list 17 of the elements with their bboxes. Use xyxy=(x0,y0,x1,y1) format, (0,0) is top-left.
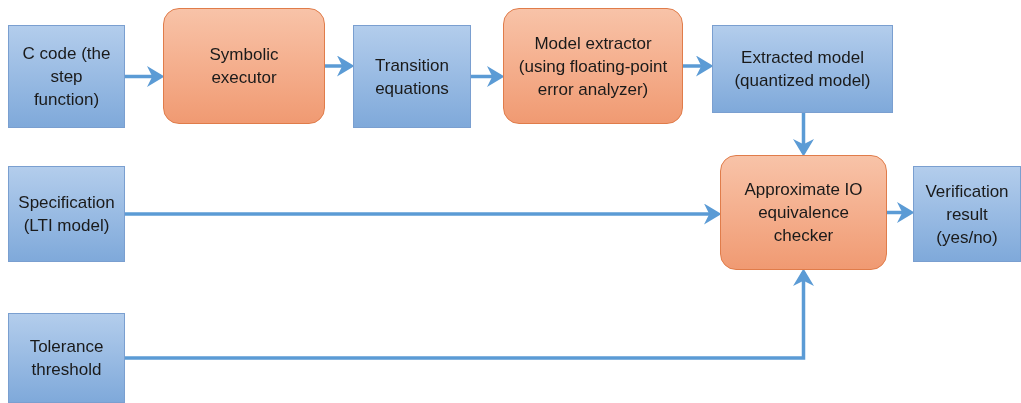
data-box: Tolerance threshold xyxy=(8,313,125,403)
process-box: Model extractor (using floating-point error analyzer) xyxy=(503,8,683,124)
data-box: C code (the step function) xyxy=(8,25,125,128)
arrow xyxy=(887,202,915,223)
data-box: Specification (LTI model) xyxy=(8,166,125,262)
process-box: Approximate IO equivalence checker xyxy=(720,155,887,270)
arrow xyxy=(793,113,814,157)
arrow xyxy=(471,66,505,87)
process-box: Symbolic executor xyxy=(163,8,325,124)
data-box: Transition equations xyxy=(353,25,471,128)
arrow xyxy=(125,268,814,360)
arrow xyxy=(683,55,714,77)
data-box: Verification result (yes/no) xyxy=(913,166,1021,262)
data-box: Extracted model (quantized model) xyxy=(712,25,893,113)
arrow xyxy=(125,203,722,225)
arrow xyxy=(325,55,355,77)
arrow xyxy=(125,66,165,87)
